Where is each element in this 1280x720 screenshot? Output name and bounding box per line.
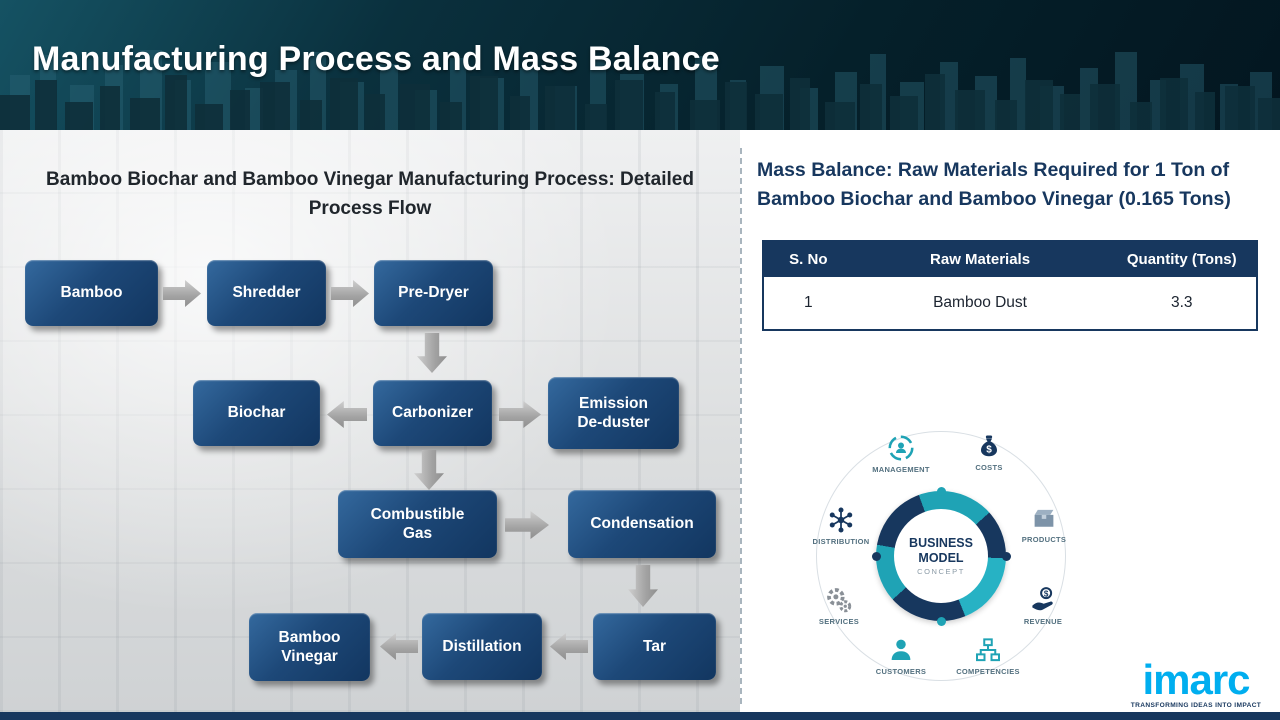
imarc-logo-tagline: TRANSFORMING IDEAS INTO IMPACT	[1130, 701, 1262, 709]
city-skyline-graphic	[0, 50, 1280, 130]
table-header-quantity: Quantity (Tons)	[1107, 241, 1257, 277]
flow-node-label: Pre-Dryer	[398, 284, 469, 302]
mass-balance-title: Mass Balance: Raw Materials Required for…	[757, 159, 1231, 210]
business-model-graphic: BUSINESS MODEL CONCEPT MANAGEMENT $ COST…	[790, 425, 1092, 691]
table-header-raw-materials: Raw Materials	[852, 241, 1108, 277]
flow-node-biochar: Biochar	[193, 380, 320, 446]
revenue-hand-coin-icon: $	[1032, 587, 1053, 611]
svg-text:$: $	[1044, 589, 1049, 598]
bm-item-services: SERVICES	[804, 585, 874, 626]
bm-item-revenue: $ REVENUE	[1008, 585, 1078, 626]
bm-item-customers: CUSTOMERS	[866, 635, 936, 676]
flow-node-distillation: Distillation	[422, 613, 542, 680]
flow-node-label: Bamboo Vinegar	[278, 628, 341, 665]
header: Manufacturing Process and Mass Balance	[0, 0, 1280, 130]
bottom-bar	[0, 712, 1280, 720]
table-cell-quantity: 3.3	[1170, 294, 1193, 311]
flow-node-label: Distillation	[442, 637, 522, 655]
flow-node-label: Shredder	[232, 284, 301, 302]
ring-dot	[936, 486, 946, 496]
competencies-org-chart-icon	[976, 638, 1001, 662]
bm-item-management: MANAGEMENT	[866, 433, 936, 474]
bm-item-costs: $ COSTS	[954, 431, 1024, 472]
distribution-network-icon	[829, 507, 853, 533]
products-box-icon	[1034, 509, 1054, 527]
bm-item-label: MANAGEMENT	[872, 465, 930, 474]
table-cell-sno: 1	[804, 294, 813, 311]
flow-node-label: Bamboo	[60, 284, 123, 302]
bm-item-label: CUSTOMERS	[875, 667, 927, 676]
ring-dot	[936, 616, 946, 626]
flow-node-label: Emission De-duster	[577, 394, 650, 431]
bm-item-label: COSTS	[975, 463, 1003, 472]
dashed-divider	[740, 148, 742, 704]
table-header-row: S. No Raw Materials Quantity (Tons)	[763, 241, 1257, 277]
flow-node-label: Tar	[643, 637, 666, 655]
flow-node-label: Combustible Gas	[370, 505, 465, 542]
business-model-ring: BUSINESS MODEL CONCEPT	[876, 491, 1006, 621]
bm-item-label: REVENUE	[1023, 617, 1063, 626]
flow-node-label: Condensation	[590, 515, 694, 533]
flow-node-carbonizer: Carbonizer	[373, 380, 492, 446]
flow-node-bamboo: Bamboo	[25, 260, 158, 326]
bm-item-label: COMPETENCIES	[956, 667, 1020, 676]
business-model-center-text: MODEL	[918, 550, 964, 565]
flow-node-condensation: Condensation	[568, 490, 716, 558]
ring-dot	[871, 551, 881, 561]
business-model-center-text: BUSINESS	[909, 536, 973, 551]
page-title: Manufacturing Process and Mass Balance	[32, 40, 720, 78]
svg-text:$: $	[986, 444, 992, 455]
process-flow-panel: Bamboo Biochar and Bamboo Vinegar Manufa…	[0, 130, 740, 712]
business-model-center-subtext: CONCEPT	[917, 566, 965, 576]
bm-item-label: DISTRIBUTION	[812, 537, 870, 546]
business-model-center: BUSINESS MODEL CONCEPT	[894, 509, 988, 603]
flow-node-pre-dryer: Pre-Dryer	[374, 260, 493, 326]
flow-node-label: Biochar	[227, 404, 286, 422]
flow-node-label: Carbonizer	[392, 404, 473, 422]
raw-materials-table: S. No Raw Materials Quantity (Tons) 1 Ba…	[762, 240, 1258, 331]
flow-node-shredder: Shredder	[207, 260, 326, 326]
table-row: 1 Bamboo Dust 3.3	[763, 277, 1257, 330]
bm-item-distribution: DISTRIBUTION	[806, 505, 876, 546]
flow-node-combustible-gas: Combustible Gas	[338, 490, 497, 558]
bm-item-label: SERVICES	[818, 617, 860, 626]
imarc-logo-wordmark: imarc	[1142, 656, 1250, 703]
flow-node-bamboo-vinegar: Bamboo Vinegar	[249, 613, 370, 681]
table-header-sno: S. No	[763, 241, 853, 277]
process-flow-title: Bamboo Biochar and Bamboo Vinegar Manufa…	[46, 169, 694, 219]
customers-person-icon	[891, 639, 911, 660]
imarc-logo: imarc TRANSFORMING IDEAS INTO IMPACT	[1118, 656, 1274, 709]
flow-node-tar: Tar	[593, 613, 716, 680]
costs-money-bag-icon: $	[981, 435, 997, 457]
services-gears-icon	[827, 588, 852, 613]
business-model-outer-circle	[816, 431, 1066, 681]
table-cell-raw-material: Bamboo Dust	[933, 294, 1027, 311]
management-icon	[888, 435, 914, 461]
bm-item-competencies: COMPETENCIES	[953, 635, 1023, 676]
bm-item-label: PRODUCTS	[1021, 535, 1067, 544]
flow-node-emission-de-duster: Emission De-duster	[548, 377, 679, 449]
bm-item-products: PRODUCTS	[1009, 503, 1079, 544]
ring-dot	[1001, 551, 1011, 561]
